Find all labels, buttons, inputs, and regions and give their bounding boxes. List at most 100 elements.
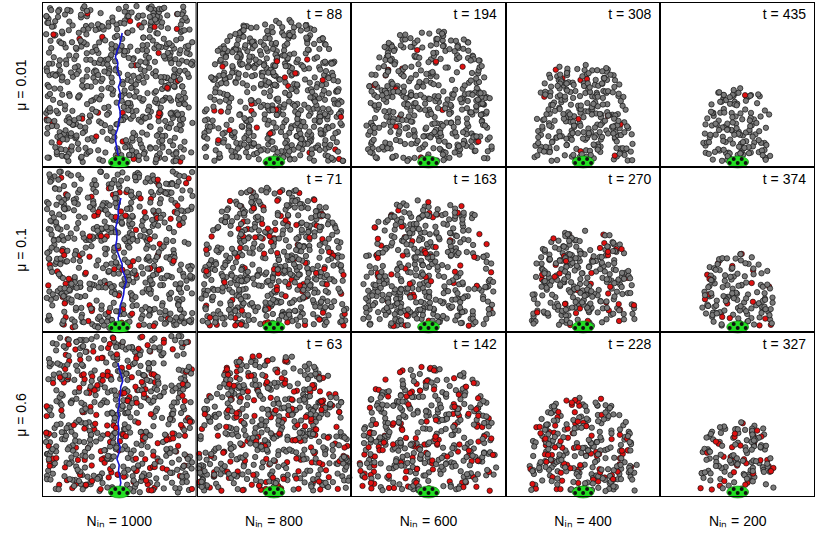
grey-particle: [64, 154, 69, 159]
grey-particle: [46, 118, 51, 123]
grey-particle: [70, 23, 75, 28]
grey-particle: [141, 97, 146, 102]
grey-particle: [68, 131, 73, 136]
grey-particle: [131, 113, 136, 118]
grey-particle: [84, 74, 89, 79]
grey-particle: [56, 62, 61, 67]
grey-particle: [62, 103, 67, 108]
grey-particle: [140, 13, 145, 18]
grey-particle: [125, 30, 130, 35]
grey-particle: [182, 102, 187, 107]
grey-particle: [44, 131, 49, 136]
grey-particle: [100, 158, 105, 163]
grey-particle: [66, 28, 71, 33]
grey-particle: [85, 137, 90, 142]
grey-particle: [47, 91, 52, 96]
grey-particle: [175, 11, 180, 16]
grey-particle: [110, 19, 115, 24]
grey-particle: [106, 24, 111, 29]
grey-particle: [169, 60, 174, 65]
grey-particle: [109, 86, 114, 91]
grey-particle: [84, 101, 89, 106]
grey-particle: [153, 73, 158, 78]
grey-particle: [122, 9, 127, 14]
grey-particle: [178, 47, 183, 52]
red-particle: [152, 24, 157, 29]
grey-particle: [131, 73, 136, 78]
grey-particle: [45, 155, 50, 160]
grey-particle: [167, 96, 172, 101]
grey-particle: [170, 143, 175, 148]
grey-particle: [159, 20, 164, 25]
grey-particle: [121, 104, 126, 109]
grey-particle: [105, 57, 110, 62]
grey-particle: [60, 92, 65, 97]
grey-particle: [122, 88, 127, 93]
grey-particle: [96, 40, 101, 45]
grey-particle: [155, 31, 160, 36]
grey-particle: [152, 59, 157, 64]
grey-particle: [171, 74, 176, 79]
grey-particle: [96, 148, 101, 153]
grey-particle: [165, 13, 170, 18]
grey-particle: [128, 44, 133, 49]
grey-particle: [143, 60, 148, 65]
grey-particle: [141, 80, 146, 85]
grey-particle: [157, 151, 162, 156]
grey-particle: [163, 118, 168, 123]
grey-particle: [55, 14, 60, 19]
grey-particle: [154, 157, 159, 162]
grey-particle: [129, 79, 134, 84]
grey-particle: [56, 9, 61, 14]
grey-particle: [153, 17, 158, 22]
grey-particle: [49, 24, 54, 29]
grey-particle: [103, 150, 108, 155]
grey-particle: [99, 86, 104, 91]
grey-particle: [123, 145, 128, 150]
grey-particle: [184, 59, 189, 64]
grey-particle: [180, 116, 185, 121]
grey-particle: [109, 42, 114, 47]
grey-particle: [147, 35, 152, 40]
grey-particle: [93, 109, 98, 114]
grey-particle: [96, 72, 101, 77]
grey-particle: [74, 133, 79, 138]
grey-particle: [82, 4, 87, 9]
grey-particle: [85, 67, 90, 72]
grey-particle: [148, 6, 153, 11]
grey-particle: [100, 76, 105, 81]
grey-particle: [74, 71, 79, 76]
grey-particle: [78, 38, 83, 43]
grey-particle: [174, 126, 179, 131]
grey-particle: [49, 140, 54, 145]
red-particle: [51, 32, 56, 37]
grey-particle: [137, 137, 142, 142]
grey-particle: [138, 59, 143, 64]
grey-particle: [79, 83, 84, 88]
grey-particle: [122, 49, 127, 54]
grey-particle: [147, 14, 152, 19]
grey-particle: [153, 145, 158, 150]
grey-particle: [182, 28, 187, 33]
grey-particle: [97, 97, 102, 102]
grey-particle: [175, 112, 180, 117]
grey-particle: [178, 22, 183, 27]
grey-particle: [105, 136, 110, 141]
grey-particle: [93, 79, 98, 84]
grey-particle: [180, 84, 185, 89]
grey-particle: [125, 72, 130, 77]
grey-particle: [67, 120, 72, 125]
grey-particle: [74, 53, 79, 58]
grey-particle: [158, 105, 163, 110]
grey-particle: [57, 58, 62, 63]
grey-particle: [159, 79, 164, 84]
grey-particle: [123, 4, 128, 9]
grey-particle: [50, 97, 55, 102]
grey-particle: [134, 3, 139, 8]
grey-particle: [49, 7, 54, 12]
grey-particle: [130, 135, 135, 140]
grey-particle: [176, 94, 181, 99]
grey-particle: [161, 54, 166, 59]
grey-particle: [65, 79, 70, 84]
grey-particle: [54, 108, 59, 113]
